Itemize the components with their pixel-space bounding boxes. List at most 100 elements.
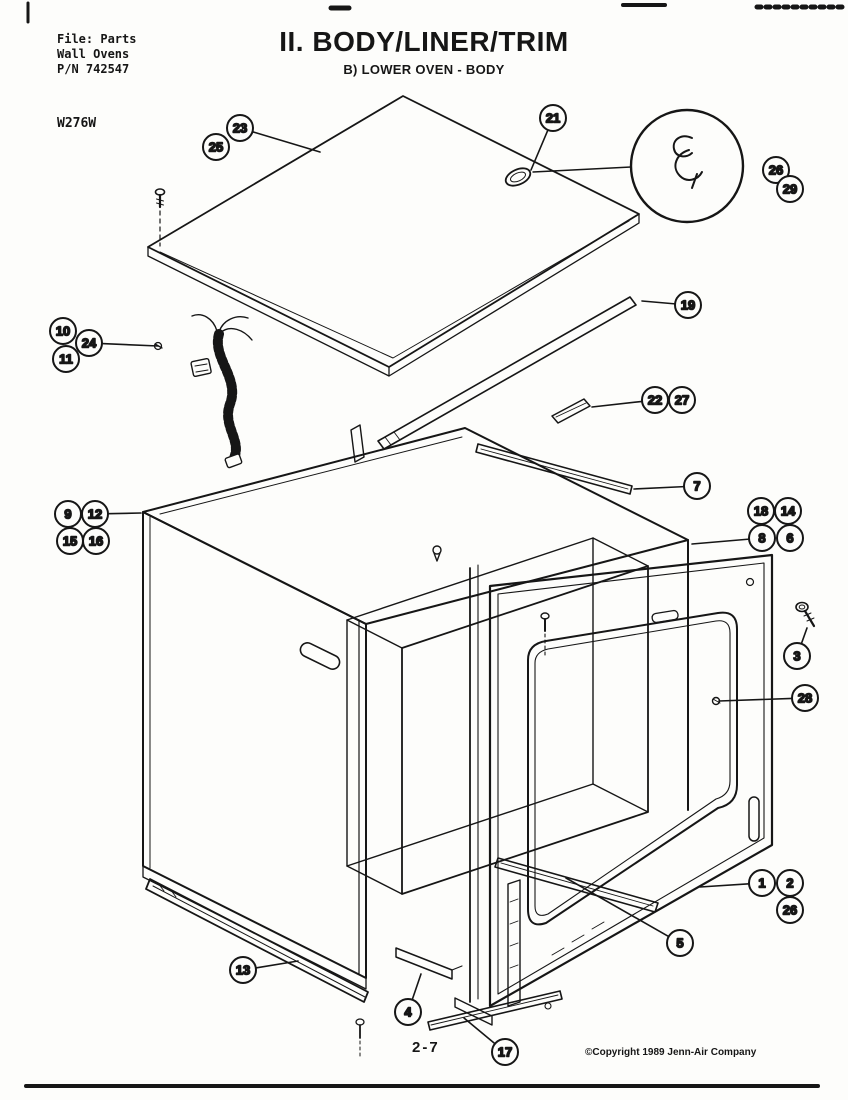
oven-body — [142, 427, 689, 811]
side-panel — [142, 511, 367, 990]
handle-slot — [299, 642, 341, 670]
page-title: II. BODY/LINER/TRIM — [279, 26, 569, 57]
copyright-notice: ©Copyright 1989 Jenn-Air Company — [585, 1047, 757, 1058]
callout-circle-7 — [683, 472, 711, 500]
callout-number: 17 — [498, 1045, 512, 1060]
callout-circle-3 — [783, 642, 811, 670]
callout-number: 3 — [793, 649, 800, 664]
callout-number: 8 — [758, 531, 765, 546]
trim-strip-7 — [475, 443, 633, 495]
screw-3 — [795, 601, 816, 628]
callout-circle-23 — [226, 114, 254, 142]
frame-slot — [748, 796, 760, 842]
callout-number: 7 — [693, 479, 700, 494]
top-panel — [147, 95, 640, 377]
callout-circle-17 — [491, 1038, 519, 1066]
cavity-fasteners — [432, 545, 550, 659]
leader-line-28 — [718, 697, 793, 702]
callout-number: 1 — [758, 876, 765, 891]
side-trim-supports — [454, 564, 521, 1026]
callout-number: 12 — [88, 507, 102, 522]
bracket-22 — [551, 398, 591, 424]
callout-number: 22 — [648, 393, 662, 408]
callout-number: 19 — [681, 298, 695, 313]
front-frame — [488, 553, 774, 1008]
callout-number: 29 — [783, 182, 797, 197]
callout-number: 10 — [56, 324, 70, 339]
callout-circle-1 — [748, 869, 776, 897]
leader-line-22 — [591, 400, 643, 408]
callout-number: 14 — [781, 504, 796, 519]
callout-circle-25 — [202, 133, 230, 161]
clip-part — [672, 135, 703, 189]
callout-circle-26 — [762, 156, 790, 184]
callout-circle-19 — [674, 291, 702, 319]
leader-line-23 — [251, 130, 321, 153]
leader-line-13 — [255, 960, 299, 969]
page-subtitle: B) LOWER OVEN - BODY — [343, 62, 505, 77]
page-edge-marks — [24, 1, 848, 1088]
callout-number: 6 — [786, 531, 793, 546]
oven-cavity — [346, 537, 649, 895]
leader-line-4 — [411, 973, 422, 1001]
trim-strip-19 — [377, 296, 637, 450]
callout-circle-16 — [82, 527, 110, 555]
file-info-line: P/N 742547 — [57, 62, 130, 76]
frame-notch — [651, 609, 679, 624]
callout-circle-24 — [75, 329, 103, 357]
leader-line-1 — [699, 883, 750, 888]
window-opening — [527, 611, 738, 926]
callout-number: 26 — [769, 163, 783, 178]
callout-circle-21 — [539, 104, 567, 132]
leader-line-5 — [565, 877, 670, 938]
file-info-line: File: Parts — [57, 32, 137, 46]
leader-line-3 — [800, 627, 808, 645]
leader-line-12 — [107, 512, 142, 515]
page-number: 2-7 — [412, 1039, 440, 1056]
leader-line-24 — [101, 342, 159, 347]
callout-number: 15 — [63, 534, 77, 549]
callout-circle-14 — [774, 497, 802, 525]
model-number: W276W — [57, 116, 97, 131]
callout-circle-13 — [229, 956, 257, 984]
leader-line-17 — [463, 1017, 496, 1045]
callout-number: 23 — [233, 121, 247, 136]
callout-number: 5 — [676, 936, 683, 951]
callout-number: 2 — [786, 876, 793, 891]
callout-circle-28 — [791, 684, 819, 712]
callout-circle-8 — [748, 524, 776, 552]
callout-number: 28 — [798, 691, 812, 706]
leader-line-19 — [641, 300, 676, 305]
clip-detail-circle — [532, 108, 745, 224]
callout-number: 4 — [404, 1005, 412, 1020]
vent-hole — [504, 167, 532, 187]
callout-circle-10 — [49, 317, 77, 345]
leader-line-7 — [633, 485, 685, 490]
leader-line-21 — [530, 129, 549, 171]
callout-circle-26 — [776, 896, 804, 924]
callout-number: 13 — [236, 963, 250, 978]
callout-circle-5 — [666, 929, 694, 957]
leader-line-8 — [691, 538, 750, 545]
screw-bottom-left — [355, 1018, 365, 1059]
callout-number: 25 — [209, 140, 223, 155]
callout-number: 11 — [59, 352, 73, 367]
title-block: II. BODY/LINER/TRIM B) LOWER OVEN - BODY — [0, 26, 848, 77]
callout-number: 26 — [783, 903, 797, 918]
small-bracket-upper — [350, 424, 365, 463]
wire-harness — [190, 314, 253, 469]
panel-screw — [154, 188, 166, 247]
bracket-4 — [395, 947, 463, 980]
callout-circle-29 — [776, 175, 804, 203]
callout-circle-4 — [394, 998, 422, 1026]
trim-strip-13 — [145, 878, 369, 1003]
leader-lines — [101, 129, 808, 1045]
file-info-line: Wall Ovens — [57, 47, 130, 61]
callout-number: 24 — [82, 336, 97, 351]
callout-number: 18 — [754, 504, 768, 519]
callout-number: 21 — [546, 111, 560, 126]
callout-circle-11 — [52, 345, 80, 373]
